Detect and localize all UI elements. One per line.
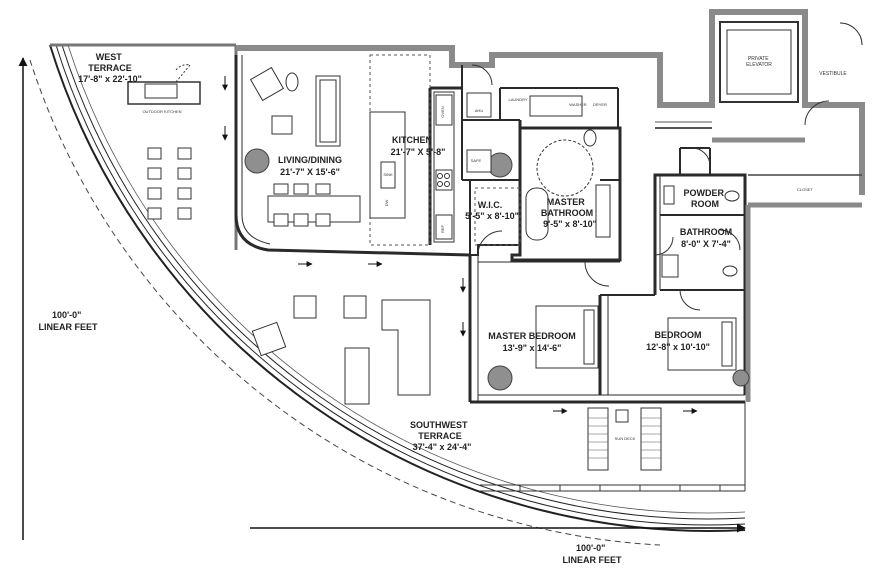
master-bathroom-name: MASTER BATHROOM xyxy=(541,197,593,218)
master-bathroom-dims: 9'-5" x 8'-10" xyxy=(543,219,597,229)
master-bathroom-name-line2: BATHROOM xyxy=(541,208,593,218)
powder-sink xyxy=(663,185,675,205)
bedroom-furniture xyxy=(535,305,737,371)
dryer-label: DRYER xyxy=(593,102,607,107)
lounger-slats xyxy=(588,417,661,459)
column xyxy=(487,365,513,391)
wic-zone xyxy=(474,187,521,246)
dimension-arc-dashed xyxy=(29,59,661,546)
wic-dims: 5'-5" x 8'-10" xyxy=(465,211,519,221)
vanity xyxy=(595,184,611,238)
bedroom-name: BEDROOM xyxy=(655,330,702,340)
sun-lounger xyxy=(587,407,609,471)
dw-label: DW xyxy=(384,199,389,206)
bath-sink xyxy=(661,254,679,278)
west-terrace-name: WEST TERRACE xyxy=(88,52,132,73)
southwest-terrace-dims: 37'-4" x 24'-4" xyxy=(413,442,472,452)
living-furniture xyxy=(249,66,361,227)
master-bath-fixtures xyxy=(525,129,740,278)
laundry-label: LAUNDRY xyxy=(508,97,527,102)
west-terrace-name-line1: WEST xyxy=(96,52,123,62)
terrace-dining-set xyxy=(147,147,192,220)
private-elevator: PRIVATE ELEVATOR xyxy=(719,21,799,103)
kitchen-dims: 21'-7" X 5'-8" xyxy=(391,147,446,157)
west-terrace-name-line2: TERRACE xyxy=(88,63,132,73)
railing-posts xyxy=(519,485,721,491)
terrace-table xyxy=(344,347,370,405)
column xyxy=(487,152,513,178)
southwest-terrace-name-line2: TERRACE xyxy=(418,431,462,441)
living-dining-name: LIVING/DINING xyxy=(278,155,342,165)
outdoor-kitchen-label: OUTDOOR KITCHEN xyxy=(142,109,181,114)
safe-label: SAFE xyxy=(471,158,482,163)
bath-toilet xyxy=(722,265,738,277)
west-dimension xyxy=(18,57,661,546)
sun-deck-label: SUN DECK xyxy=(615,436,636,441)
powder-room-name-line1: POWDER xyxy=(683,188,724,198)
washer-label: WASHER xyxy=(569,102,587,107)
south-run-label-line1: 100'-0" xyxy=(576,543,605,553)
master-bathroom-name-line1: MASTER xyxy=(547,197,586,207)
southwest-terrace-name: SOUTHWEST TERRACE xyxy=(410,420,470,441)
terrace-sofa xyxy=(381,299,431,396)
dining-table xyxy=(267,195,361,223)
southwest-terrace-furniture xyxy=(251,295,662,471)
ahu xyxy=(466,92,492,118)
side-table xyxy=(285,72,299,92)
structural-columns xyxy=(244,148,750,391)
bathtub xyxy=(525,187,549,241)
west-run-label: 100'-0" LINEAR FEET xyxy=(38,310,98,332)
sink-label: SINK xyxy=(383,172,393,177)
vestibule-label: VESTIBULE xyxy=(819,71,847,77)
bathroom-name: BATHROOM xyxy=(680,227,732,237)
armchair xyxy=(249,66,285,102)
kitchen-name: KITCHEN xyxy=(392,135,432,145)
elevator-label: PRIVATE ELEVATOR xyxy=(746,56,772,68)
kitchen-furniture xyxy=(369,91,583,243)
door-swings xyxy=(471,22,863,311)
terrace-deck-edge xyxy=(480,402,746,492)
toilet xyxy=(583,129,597,147)
bathroom-dims: 8'-0" X 7'-4" xyxy=(681,239,731,249)
room-labels: WEST TERRACE 17'-8" x 22'-10" LIVING/DIN… xyxy=(38,52,732,565)
shower-turn xyxy=(536,139,594,197)
sun-lounger xyxy=(640,407,662,471)
west-run-label-line1: 100'-0" xyxy=(52,310,81,320)
master-bedroom-dims: 13'-9" x 14'-6" xyxy=(503,343,562,353)
south-run-label-line2: LINEAR FEET xyxy=(562,555,622,565)
west-terrace-dims: 17'-8" x 22'-10" xyxy=(78,74,142,84)
powder-toilet xyxy=(724,190,740,202)
ref-label: REF xyxy=(440,224,445,233)
master-bedroom-name: MASTER BEDROOM xyxy=(488,331,576,341)
exterior-walls xyxy=(236,9,865,208)
column xyxy=(244,148,270,174)
kitchen-counter xyxy=(433,91,455,243)
living-dining-dims: 21'-7" X 15'-6" xyxy=(280,167,340,177)
powder-room-name: POWDER ROOM xyxy=(683,188,726,209)
laundry xyxy=(529,95,583,117)
elevator-label-line1: PRIVATE xyxy=(748,56,769,62)
coffee-table xyxy=(271,115,293,135)
south-run-label: 100'-0" LINEAR FEET xyxy=(562,543,622,565)
west-run-label-line2: LINEAR FEET xyxy=(38,322,98,332)
curved-railing xyxy=(49,44,746,532)
bedroom-dims: 12'-8" x 10'-10" xyxy=(646,342,710,352)
ahu-label: AHU xyxy=(475,108,484,113)
oven-label: OVEN xyxy=(440,106,445,117)
closet-label: CLOSET xyxy=(797,187,814,192)
wic-name: W.I.C. xyxy=(478,200,503,210)
southwest-terrace-name-line1: SOUTHWEST xyxy=(410,420,468,430)
safe xyxy=(466,149,492,173)
sliding-door-arrows xyxy=(222,76,698,414)
elevator-label-line2: ELEVATOR xyxy=(746,62,772,68)
powder-room-name-line2: ROOM xyxy=(691,199,719,209)
interior-walls xyxy=(234,55,751,404)
column xyxy=(732,369,750,387)
outdoor-kitchen xyxy=(127,64,201,105)
